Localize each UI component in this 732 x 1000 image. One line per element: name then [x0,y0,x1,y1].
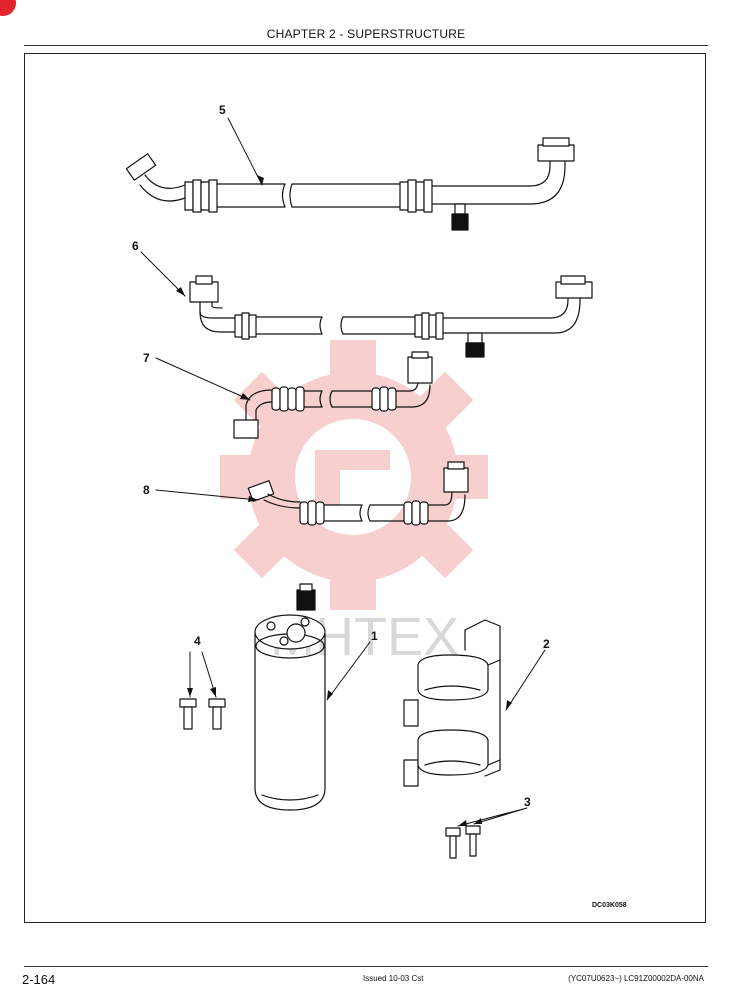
issued-date: Issued 10-03 Cst [363,974,424,983]
callout-6: 6 [132,239,139,253]
callout-3: 3 [524,795,531,809]
corner-logo-mark [0,0,16,16]
bolts-part-4 [179,698,226,730]
document-reference: (YC07U0623~) LC91Z00002DA-00NA [568,974,704,983]
callout-5: 5 [219,103,226,117]
receiver-drier-part-1 [254,583,326,811]
callout-8: 8 [143,483,150,497]
page-number: 2-164 [22,972,56,987]
header-divider [24,45,708,46]
callout-2: 2 [543,637,550,651]
hose-part-5 [125,137,575,231]
callout-4: 4 [194,634,201,648]
bolts-part-3 [445,825,481,859]
hose-part-8 [247,461,469,526]
callout-1: 1 [371,629,378,643]
leader-lines [140,117,546,827]
chapter-title: CHAPTER 2 - SUPERSTRUCTURE [266,27,466,41]
hose-part-6 [189,275,593,358]
footer-divider [24,966,708,967]
drawing-code: DC03K058 [592,902,627,909]
callout-7: 7 [143,351,150,365]
hose-part-7 [233,351,433,439]
figure-frame [24,53,706,923]
bracket-part-2 [403,619,501,787]
leader-arrowheads [176,175,512,826]
